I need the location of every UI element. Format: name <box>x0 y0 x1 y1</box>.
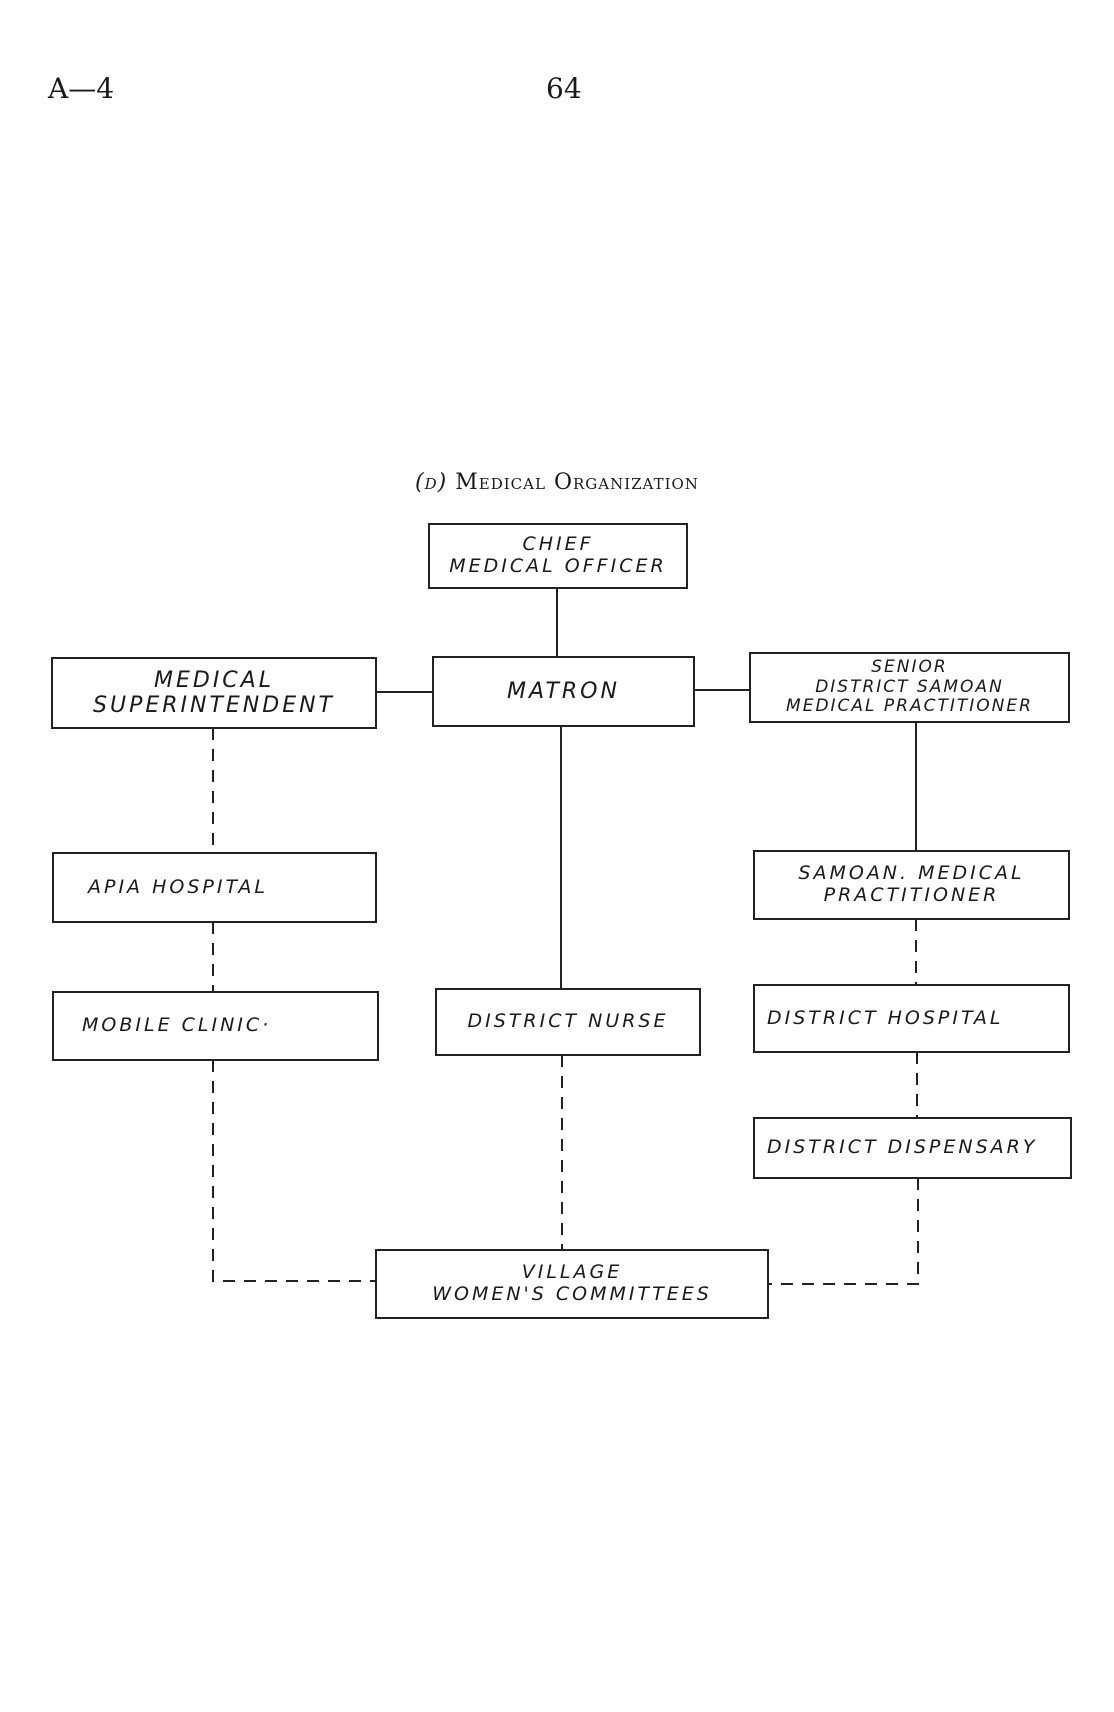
node-line: PRACTITIONER <box>823 884 1000 906</box>
page-number: 64 <box>546 72 582 105</box>
chart-title-prefix: (d) <box>415 470 448 495</box>
node-chief-medical-officer: CHIEF MEDICAL OFFICER <box>428 523 688 589</box>
node-apia-hospital: APIA HOSPITAL <box>52 852 377 923</box>
chart-title-text: Medical Organization <box>455 470 699 495</box>
chart-title: (d) Medical Organization <box>0 470 1114 495</box>
node-line: MEDICAL <box>154 667 274 693</box>
node-line: APIA HOSPITAL <box>88 875 268 898</box>
node-district-nurse: DISTRICT NURSE <box>435 988 701 1056</box>
node-line: DISTRICT SAMOAN <box>815 676 1004 697</box>
node-line: DISTRICT HOSPITAL <box>767 1006 1004 1029</box>
node-medical-superintendent: MEDICAL SUPERINTENDENT <box>51 657 377 729</box>
node-mobile-clinic: MOBILE CLINIC· <box>52 991 379 1061</box>
node-senior-district-samoan-medical-practitioner: SENIOR DISTRICT SAMOAN MEDICAL PRACTITIO… <box>749 652 1070 723</box>
node-line: WOMEN'S COMMITTEES <box>432 1283 712 1305</box>
section-reference: A—4 <box>48 72 115 105</box>
node-line: SUPERINTENDENT <box>93 693 335 718</box>
edge-dispensary-village <box>768 1178 919 1285</box>
node-district-hospital: DISTRICT HOSPITAL <box>753 984 1070 1053</box>
node-line: VILLAGE <box>521 1261 623 1284</box>
node-samoan-medical-practitioner: SAMOAN. MEDICAL PRACTITIONER <box>753 850 1070 920</box>
node-line: MEDICAL PRACTITIONER <box>786 696 1033 717</box>
node-line: MOBILE CLINIC· <box>82 1014 272 1037</box>
node-district-dispensary: DISTRICT DISPENSARY <box>753 1117 1072 1179</box>
node-matron: MATRON <box>432 656 695 727</box>
node-line: DISTRICT NURSE <box>467 1010 669 1033</box>
edge-mobile-village <box>212 1060 376 1282</box>
node-line: DISTRICT DISPENSARY <box>767 1136 1038 1159</box>
node-line: SAMOAN. MEDICAL <box>798 862 1025 885</box>
node-line: MATRON <box>507 678 620 704</box>
node-line: SENIOR <box>871 657 948 678</box>
node-line: CHIEF <box>522 533 594 556</box>
node-line: MEDICAL OFFICER <box>449 555 667 577</box>
node-village-womens-committees: VILLAGE WOMEN'S COMMITTEES <box>375 1249 769 1319</box>
